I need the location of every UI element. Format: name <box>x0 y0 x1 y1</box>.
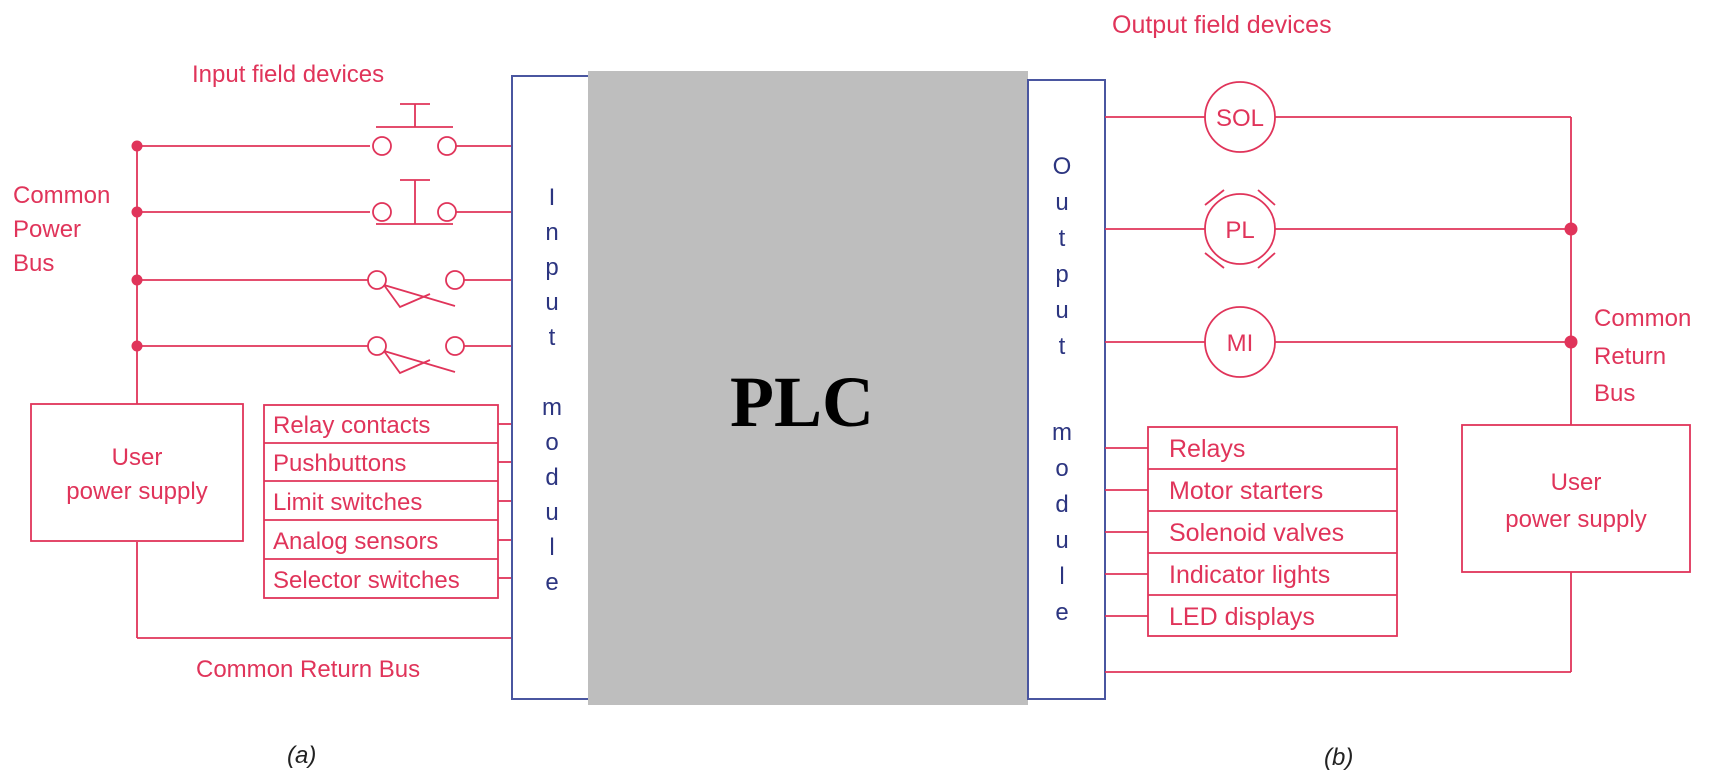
input-module-label: I n p u t m o d u l e <box>542 184 562 596</box>
svg-text:e: e <box>545 569 558 596</box>
svg-text:l: l <box>1059 563 1064 590</box>
motor-load-label: MI <box>1227 330 1254 357</box>
output-device-item: Solenoid valves <box>1169 519 1344 547</box>
plc-block <box>588 71 1028 705</box>
svg-text:o: o <box>545 429 558 456</box>
solenoid-load <box>1204 81 1276 153</box>
svg-text:u: u <box>1055 189 1068 216</box>
input-device-list: Relay contacts Pushbuttons Limit switche… <box>263 404 499 599</box>
svg-text:t: t <box>1059 225 1066 252</box>
output-device-item: Indicator lights <box>1169 561 1330 589</box>
input-wiring <box>131 103 512 639</box>
svg-text:t: t <box>1059 333 1066 360</box>
svg-text:p: p <box>545 254 558 281</box>
output-device-list: Relays Motor starters Solenoid valves In… <box>1147 426 1398 637</box>
caption-a: (a) <box>287 742 316 769</box>
output-device-item: Motor starters <box>1169 477 1323 505</box>
input-module <box>511 75 593 700</box>
svg-text:O: O <box>1053 153 1072 180</box>
svg-text:m: m <box>1052 419 1072 446</box>
svg-text:p: p <box>1055 261 1068 288</box>
svg-text:d: d <box>1055 491 1068 518</box>
svg-text:l: l <box>549 534 554 561</box>
motor-load <box>1204 306 1276 378</box>
input-power-supply-box <box>30 403 244 542</box>
svg-text:I: I <box>549 184 556 211</box>
power-bus-label-line2: Power <box>13 216 81 243</box>
input-field-devices-title: Input field devices <box>192 61 384 88</box>
output-module-label: O u t p u t m o d u l e <box>1052 153 1072 626</box>
svg-text:u: u <box>1055 527 1068 554</box>
output-wiring <box>1105 116 1578 673</box>
output-field-devices-title: Output field devices <box>1112 11 1332 39</box>
svg-text:n: n <box>545 219 558 246</box>
pilot-lamp-load-label: PL <box>1225 217 1254 244</box>
input-device-item: Analog sensors <box>273 528 438 555</box>
return-bus-label-line1: Common <box>1594 305 1691 332</box>
pilot-lamp-load <box>1204 193 1276 265</box>
svg-text:o: o <box>1055 455 1068 482</box>
svg-text:d: d <box>545 464 558 491</box>
output-power-supply-line2: power supply <box>1505 506 1646 533</box>
input-device-item: Relay contacts <box>273 412 430 439</box>
power-bus-label-line1: Common <box>13 182 110 209</box>
input-device-item: Selector switches <box>273 567 460 594</box>
output-device-item: LED displays <box>1169 603 1315 631</box>
svg-text:m: m <box>542 394 562 421</box>
common-return-bus-label: Common Return Bus <box>196 656 420 683</box>
input-device-item: Limit switches <box>273 489 422 516</box>
input-device-item: Pushbuttons <box>273 450 406 477</box>
solenoid-load-label: SOL <box>1216 105 1264 132</box>
svg-text:u: u <box>545 499 558 526</box>
power-bus-label-line3: Bus <box>13 250 54 277</box>
input-power-supply-line1: User <box>112 444 163 471</box>
output-module <box>1027 79 1106 700</box>
svg-text:e: e <box>1055 599 1068 626</box>
svg-text:u: u <box>545 289 558 316</box>
input-power-supply-line2: power supply <box>66 478 207 505</box>
return-bus-label-line2: Return <box>1594 343 1666 370</box>
output-device-item: Relays <box>1169 435 1245 463</box>
output-power-supply-line1: User <box>1551 469 1602 496</box>
plc-label: PLC <box>730 362 874 442</box>
svg-text:t: t <box>549 324 556 351</box>
svg-text:u: u <box>1055 297 1068 324</box>
caption-b: (b) <box>1324 744 1353 771</box>
return-bus-label-line3: Bus <box>1594 380 1635 407</box>
output-power-supply-box <box>1461 424 1691 573</box>
